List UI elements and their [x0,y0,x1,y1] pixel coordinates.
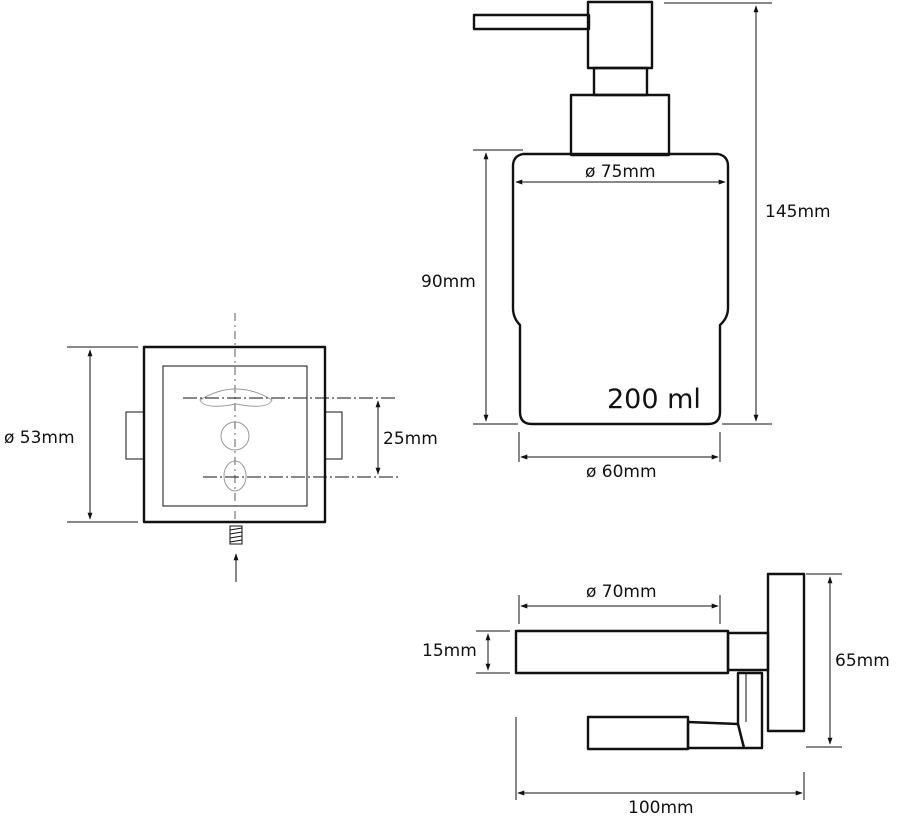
holder-height-label: 65mm [835,651,890,671]
volume-label: 200 ml [607,384,701,415]
pump-head [586,0,654,70]
bracket-height-label: ø 53mm [4,428,75,448]
bottom-diameter-label: ø 60mm [586,462,657,482]
hole-spacing-label: 25mm [383,429,438,449]
bracket-right-tab [324,411,343,460]
pump-neck [592,66,649,97]
wall-plate [766,572,806,733]
holder-arm-lower [736,671,764,750]
bracket-upper-slot [199,388,273,407]
total-height-label: 145mm [765,202,831,222]
holder-diameter-label: ø 70mm [586,582,657,602]
dispenser-view: 200 ml ø 75mm 90mm 145mm ø 60mm [421,0,831,482]
holder-view: ø 70mm 15mm 65mm 100mm [422,572,890,816]
holder-arm-upper [726,631,770,672]
holder-thickness-label: 15mm [422,641,477,661]
bracket-center-hole [220,421,250,451]
bracket-left-tab [125,411,145,460]
top-diameter-label: ø 75mm [585,162,656,182]
pump-collar [569,93,671,157]
set-screw-icon [229,525,243,545]
wall-bracket-view: ø 53mm 25mm [4,313,438,582]
projection-label: 100mm [628,798,694,816]
bottle-height-label: 90mm [421,272,476,292]
bottle-body [511,152,730,426]
bracket-lower-slot [223,460,247,492]
pump-nozzle [472,13,591,31]
holder-rear-bar [586,715,690,751]
holder-ring [514,629,730,675]
